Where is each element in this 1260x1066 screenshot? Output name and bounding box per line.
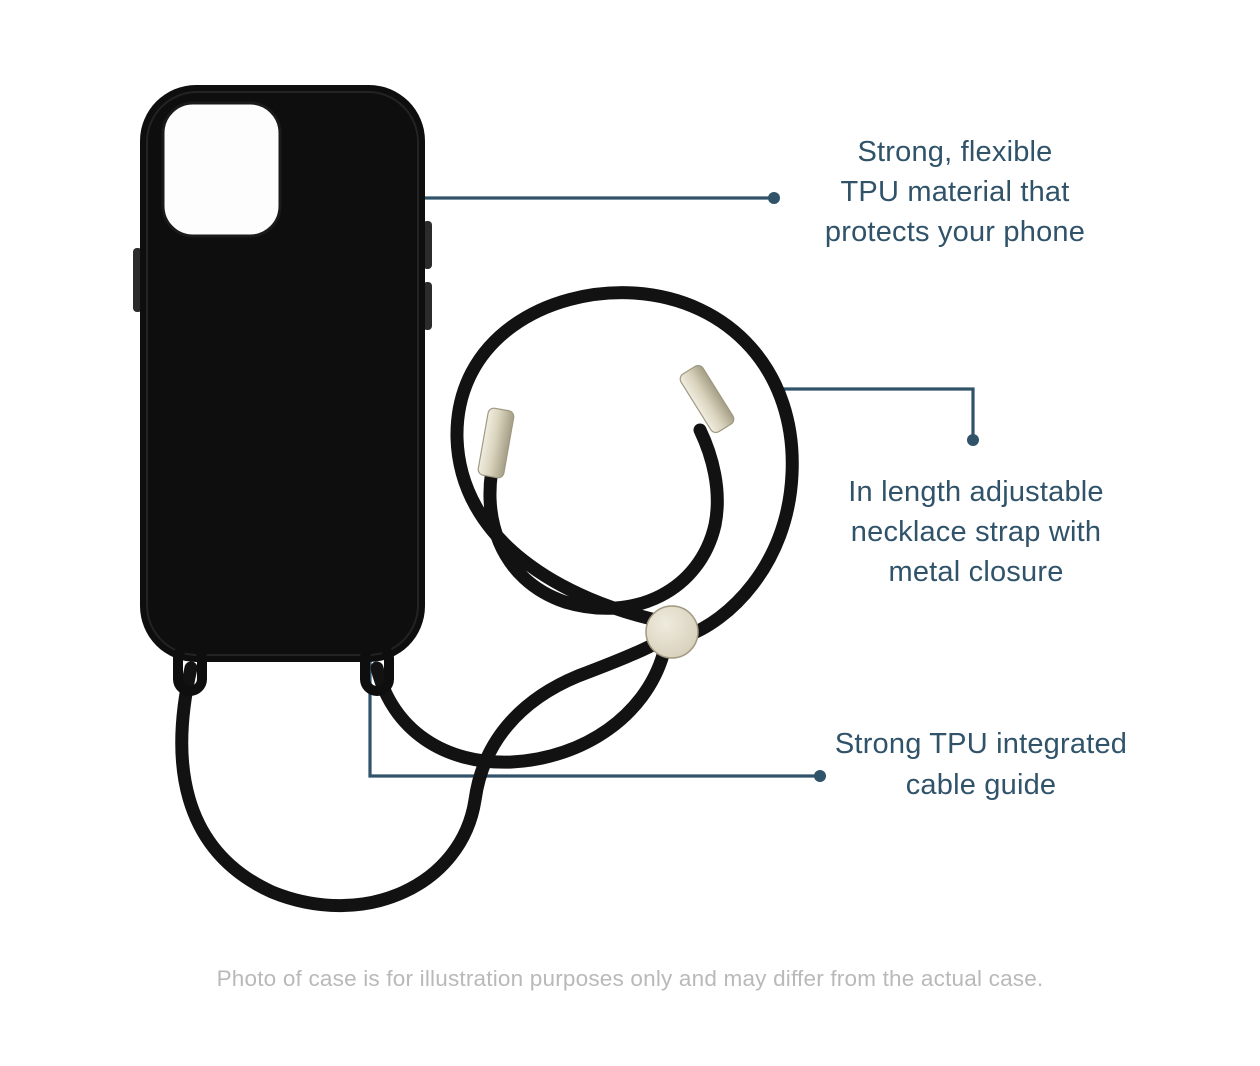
necklace-cord xyxy=(175,286,799,913)
callout-line-cable-guide xyxy=(368,660,817,778)
cord-strand-right xyxy=(370,648,670,769)
cable-guide-right xyxy=(360,641,394,696)
cable-guides xyxy=(173,641,394,696)
phone-case xyxy=(133,85,432,662)
cable-guide-left xyxy=(173,641,207,696)
side-button-right-top xyxy=(423,221,432,269)
camera-cutout xyxy=(161,101,282,238)
callout-dot-necklace-strap xyxy=(967,434,979,446)
cord-swirl-inner xyxy=(483,423,724,615)
callout-text-cable-guide: Strong TPU integrated cable guide xyxy=(834,728,1128,801)
metal-tip-left xyxy=(477,407,515,479)
callout-lines xyxy=(368,196,975,778)
callout-text-tpu-material: Strong, flexible TPU material that prote… xyxy=(824,136,1086,248)
footer-disclaimer: Photo of case is for illustration purpos… xyxy=(216,966,1044,991)
side-button-right-bottom xyxy=(423,282,432,330)
cord-strand-left-loop xyxy=(175,633,669,913)
callout-dot-tpu-material xyxy=(768,192,780,204)
metal-tip-right xyxy=(679,364,735,434)
cord-swirl-outer xyxy=(450,286,799,643)
callout-line-necklace-strap xyxy=(777,387,975,437)
case-bevel xyxy=(146,91,419,656)
side-button-left xyxy=(133,248,142,312)
callout-dot-cable-guide xyxy=(814,770,826,782)
callout-text-necklace-strap: In length adjustable necklace strap with… xyxy=(848,476,1104,588)
strap-adjuster-disc xyxy=(645,605,699,659)
callout-dots xyxy=(768,192,979,782)
